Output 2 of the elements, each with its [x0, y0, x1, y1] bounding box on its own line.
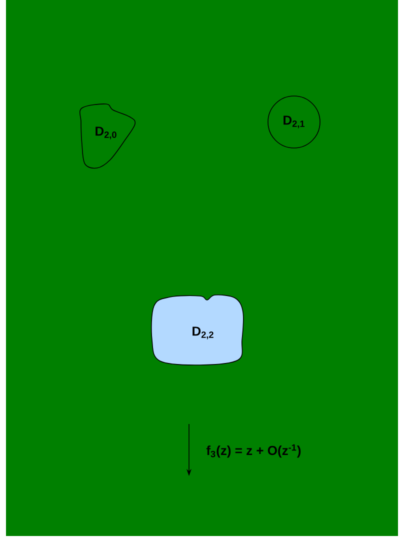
formula-label: f$_{3}$(z) = z + O(z$^{-1}$) [206, 444, 301, 458]
region-outline: D$_{2,0}$ [79, 104, 136, 169]
